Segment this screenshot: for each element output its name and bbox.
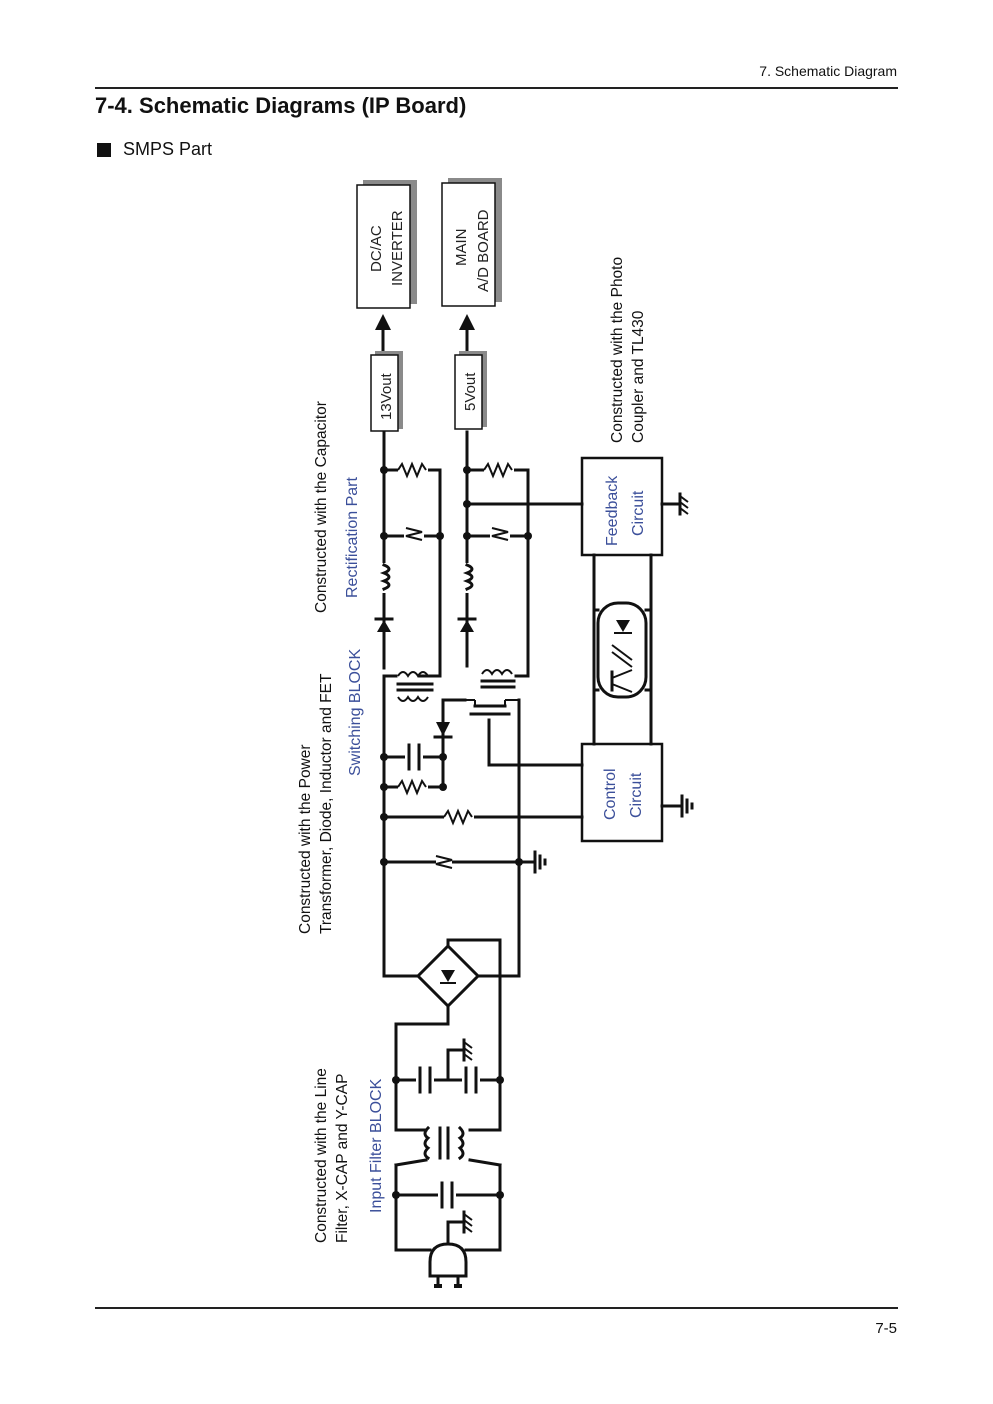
inverter-label-2: INVERTER (389, 210, 406, 286)
main-label-1: MAIN (453, 229, 470, 267)
inductor (455, 563, 479, 593)
transformer (396, 668, 434, 704)
capacitor (490, 524, 510, 548)
note-photo-2: Coupler and TL430 (630, 310, 647, 443)
resistor (397, 778, 428, 796)
label-input-filter-block: Input Filter BLOCK (368, 1078, 385, 1213)
note-line-filter-1: Constructed with the Line (313, 1068, 330, 1243)
note-capacitor: Constructed with the Capacitor (313, 401, 330, 613)
control-label-2: Circuit (628, 772, 645, 818)
label-rectification-part: Rectification Part (344, 477, 361, 598)
resistor (397, 461, 428, 479)
main-board-box: MAIN A/D BOARD (441, 178, 502, 307)
subtitle-text: SMPS Part (123, 139, 213, 159)
square-bullet-icon (97, 142, 111, 157)
output-5v-tag: 5Vout (454, 351, 487, 430)
photo-coupler (592, 553, 653, 746)
line-filter (394, 1125, 502, 1167)
ground-icon (660, 492, 689, 516)
feedback-circuit-box: Feedback Circuit (580, 456, 664, 557)
capacitor (405, 743, 423, 771)
resistor (483, 461, 514, 479)
inductor (372, 563, 396, 593)
label-switching-block: Switching BLOCK (347, 649, 364, 776)
capacitor (404, 524, 424, 548)
feedback-label-2: Circuit (630, 490, 647, 536)
resistor (443, 808, 474, 826)
ground-icon (660, 794, 694, 818)
mosfet (465, 699, 584, 767)
capacitor (462, 1066, 480, 1094)
header-rule (95, 87, 898, 89)
arrow-up-icon (375, 314, 391, 330)
capacitor (416, 1066, 434, 1094)
subtitle: SMPS Part (97, 139, 212, 160)
thermistor (435, 852, 453, 872)
bridge-rectifier (415, 943, 481, 1009)
ground-icon (446, 1210, 473, 1234)
inverter-label-1: DC/AC (368, 225, 385, 272)
note-line-filter-2: Filter, X-CAP and Y-CAP (334, 1074, 351, 1243)
output-5v-label: 5Vout (462, 372, 479, 411)
output-13v-label: 13Vout (378, 372, 395, 420)
page-number: 7-5 (875, 1320, 897, 1337)
section-header: 7. Schematic Diagram (759, 63, 897, 79)
arrow-up-icon (459, 314, 475, 330)
feedback-label-1: Feedback (604, 475, 621, 546)
capacitor (438, 1181, 456, 1209)
diode (457, 617, 477, 632)
ground-icon (446, 1038, 473, 1062)
transformer (480, 666, 516, 692)
output-13v-tag: 13Vout (370, 351, 403, 432)
diode (433, 722, 453, 739)
control-circuit-box: Control Circuit (580, 742, 664, 843)
page-title: 7-4. Schematic Diagrams (IP Board) (95, 93, 467, 118)
main-label-2: A/D BOARD (475, 209, 492, 292)
note-power-1: Constructed with the Power (297, 744, 314, 934)
control-label-1: Control (602, 768, 619, 820)
note-photo-1: Constructed with the Photo (609, 257, 626, 443)
footer-rule (95, 1307, 898, 1309)
inverter-box: DC/AC INVERTER (356, 180, 417, 309)
note-power-2: Transformer, Diode, Inductor and FET (318, 673, 335, 934)
diode (374, 617, 394, 632)
ac-plug-icon (428, 1242, 468, 1288)
